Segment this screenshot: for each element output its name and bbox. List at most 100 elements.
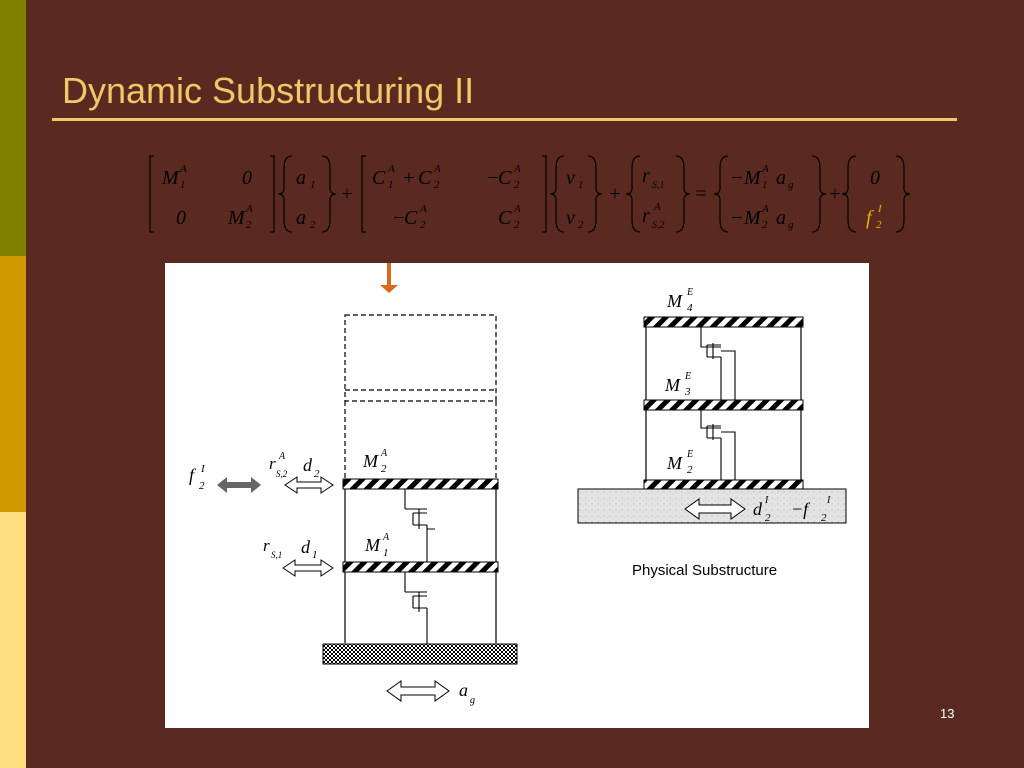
double-arrow-icon bbox=[684, 498, 746, 520]
side-band-olive bbox=[0, 0, 26, 256]
svg-text:2: 2 bbox=[434, 179, 440, 191]
svg-text:A: A bbox=[513, 203, 521, 215]
svg-text:M: M bbox=[666, 453, 683, 473]
double-arrow-icon bbox=[386, 680, 450, 702]
equation-of-motion: M A 1 0 0 M A 2 a 1 a 2 + C A 1 + C A 2 … bbox=[149, 155, 911, 233]
svg-text:4: 4 bbox=[687, 302, 693, 314]
svg-text:2: 2 bbox=[514, 219, 520, 231]
svg-text:d: d bbox=[303, 455, 313, 475]
substructure-diagram: f I 2 r A S,2 d 2 r S,1 d 1 M A 2 M A 1 … bbox=[165, 263, 869, 728]
floor-slab-m3e bbox=[643, 399, 804, 411]
svg-text:A: A bbox=[278, 451, 286, 462]
ground-base bbox=[322, 643, 518, 665]
svg-text:0: 0 bbox=[176, 207, 186, 229]
svg-text:C: C bbox=[498, 167, 512, 189]
svg-text:1: 1 bbox=[388, 179, 394, 191]
svg-text:+: + bbox=[608, 183, 622, 205]
svg-text:1: 1 bbox=[578, 179, 584, 191]
svg-text:E: E bbox=[686, 449, 693, 460]
svg-text:S,2: S,2 bbox=[276, 469, 288, 479]
svg-text:2: 2 bbox=[762, 219, 768, 231]
svg-text:A: A bbox=[179, 163, 187, 175]
svg-text:2: 2 bbox=[381, 463, 387, 475]
svg-text:f: f bbox=[189, 465, 197, 485]
svg-text:A: A bbox=[653, 201, 661, 213]
svg-text:+: + bbox=[340, 183, 354, 205]
svg-text:r: r bbox=[642, 205, 650, 227]
svg-text:M: M bbox=[362, 451, 379, 471]
svg-text:0: 0 bbox=[242, 167, 252, 189]
svg-text:C: C bbox=[418, 167, 432, 189]
side-band-cream bbox=[0, 512, 26, 768]
svg-text:C: C bbox=[498, 207, 512, 229]
svg-text:a: a bbox=[459, 680, 468, 700]
svg-text:S,1: S,1 bbox=[652, 180, 665, 191]
svg-text:A: A bbox=[761, 203, 769, 215]
svg-text:E: E bbox=[684, 371, 691, 382]
svg-text:2: 2 bbox=[246, 219, 252, 231]
svg-text:−: − bbox=[730, 167, 744, 189]
svg-text:d: d bbox=[301, 537, 311, 557]
page-number: 13 bbox=[940, 706, 955, 721]
svg-text:r: r bbox=[263, 536, 270, 555]
title-underline bbox=[52, 118, 957, 121]
double-arrow-icon bbox=[282, 559, 334, 577]
svg-text:a: a bbox=[776, 167, 786, 189]
svg-text:1: 1 bbox=[310, 179, 316, 191]
svg-text:f: f bbox=[866, 207, 874, 229]
svg-text:−: − bbox=[392, 207, 406, 229]
svg-text:2: 2 bbox=[687, 464, 693, 476]
svg-text:−: − bbox=[730, 207, 744, 229]
svg-text:2: 2 bbox=[876, 219, 882, 231]
svg-text:A: A bbox=[387, 163, 395, 175]
svg-text:a: a bbox=[296, 207, 306, 229]
side-band-gold bbox=[0, 256, 26, 512]
svg-text:1: 1 bbox=[762, 179, 768, 191]
svg-text:+: + bbox=[402, 167, 416, 189]
svg-text:M: M bbox=[227, 207, 246, 229]
svg-text:M: M bbox=[364, 535, 381, 555]
svg-text:M: M bbox=[161, 167, 180, 189]
svg-text:A: A bbox=[513, 163, 521, 175]
svg-text:2: 2 bbox=[578, 219, 584, 231]
physical-substructure-label: Physical Substructure bbox=[632, 562, 777, 579]
svg-text:E: E bbox=[686, 287, 693, 298]
svg-text:2: 2 bbox=[514, 179, 520, 191]
svg-text:M: M bbox=[664, 375, 681, 395]
svg-text:a: a bbox=[296, 167, 306, 189]
svg-text:d: d bbox=[753, 499, 763, 519]
svg-text:2: 2 bbox=[314, 468, 320, 480]
svg-text:M: M bbox=[743, 207, 762, 229]
down-arrow-icon bbox=[380, 263, 398, 293]
svg-text:S,2: S,2 bbox=[652, 220, 665, 231]
svg-text:M: M bbox=[666, 291, 683, 311]
double-arrow-icon bbox=[217, 477, 261, 493]
svg-text:A: A bbox=[245, 203, 253, 215]
svg-text:2: 2 bbox=[821, 512, 827, 524]
svg-text:C: C bbox=[372, 167, 386, 189]
svg-text:g: g bbox=[788, 179, 794, 191]
svg-text:1: 1 bbox=[180, 179, 186, 191]
svg-text:I: I bbox=[826, 495, 831, 506]
svg-text:2: 2 bbox=[199, 480, 205, 492]
svg-text:v: v bbox=[566, 207, 575, 229]
svg-text:1: 1 bbox=[383, 547, 389, 559]
svg-text:r: r bbox=[269, 454, 276, 473]
svg-text:3: 3 bbox=[684, 386, 691, 398]
damper-icon bbox=[404, 489, 435, 644]
floor-slab-m4e bbox=[643, 316, 804, 328]
svg-text:A: A bbox=[380, 448, 388, 459]
svg-text:A: A bbox=[419, 203, 427, 215]
slide-title: Dynamic Substructuring II bbox=[62, 70, 475, 111]
svg-text:g: g bbox=[470, 695, 475, 706]
svg-text:0: 0 bbox=[870, 167, 880, 189]
svg-text:2: 2 bbox=[310, 219, 316, 231]
svg-text:A: A bbox=[433, 163, 441, 175]
svg-text:a: a bbox=[776, 207, 786, 229]
svg-text:g: g bbox=[788, 219, 794, 231]
svg-text:I: I bbox=[200, 463, 206, 475]
svg-text:r: r bbox=[642, 165, 650, 187]
svg-text:2: 2 bbox=[765, 512, 771, 524]
svg-text:+: + bbox=[828, 183, 842, 205]
svg-text:C: C bbox=[404, 207, 418, 229]
